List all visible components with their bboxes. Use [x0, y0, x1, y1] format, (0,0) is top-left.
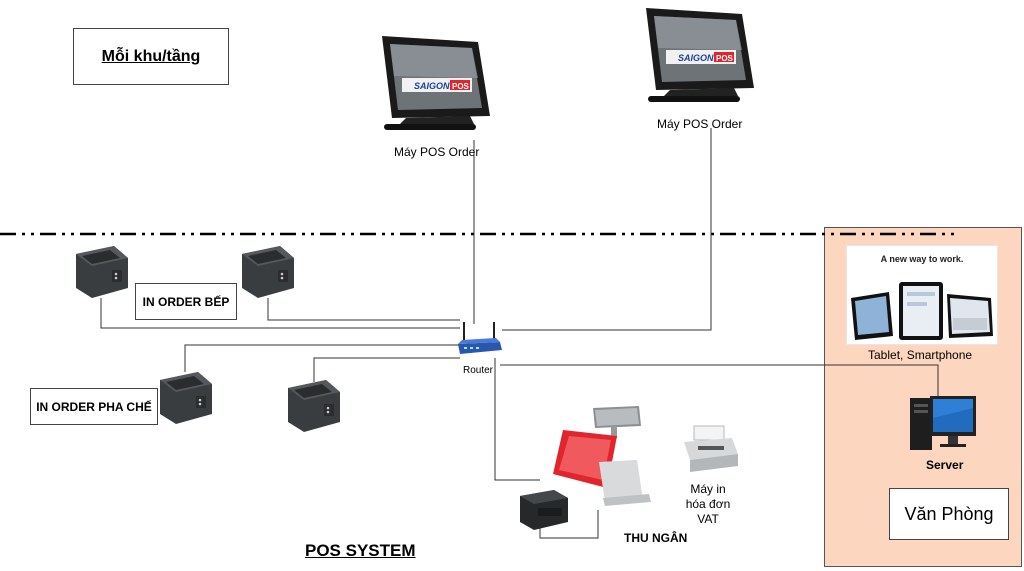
- pos-terminal-2-icon: SAIGON POS: [646, 8, 754, 102]
- kitchen-printer-1-icon: [76, 246, 128, 298]
- kitchen-printers-label-box: IN ORDER BẾP: [135, 283, 237, 320]
- svg-text:SAIGON: SAIGON: [414, 81, 450, 91]
- bar-printers-label-box: IN ORDER PHA CHẾ: [30, 388, 158, 425]
- svg-text:POS: POS: [716, 54, 734, 63]
- link-bar-printer2: [313, 357, 460, 382]
- link-router-cashier: [494, 358, 540, 481]
- link-cashier-receipt: [539, 510, 599, 539]
- svg-text:POS: POS: [452, 82, 470, 91]
- cashier-pos-icon: [553, 406, 651, 506]
- server-icon: [910, 396, 976, 450]
- kitchen-printers-label: IN ORDER BẾP: [142, 294, 230, 309]
- system-title: POS SYSTEM: [305, 541, 416, 560]
- vat-printer-label-line-3: VAT: [697, 512, 719, 526]
- vat-printer-label-line-2: hóa đơn: [685, 497, 731, 511]
- server-label: Server: [926, 458, 964, 472]
- link-router-server: [500, 364, 939, 400]
- bar-printers-label: IN ORDER PHA CHẾ: [36, 399, 152, 414]
- bar-printer-2-icon: [288, 380, 340, 432]
- svg-text:SAIGON: SAIGON: [678, 53, 714, 63]
- office-label: Văn Phòng: [904, 503, 994, 524]
- bar-printer-1-icon: [160, 372, 212, 424]
- vat-printer-icon: [684, 425, 738, 472]
- zone-label-box: Mỗi khu/tầng: [73, 28, 229, 85]
- office-label-box: Văn Phòng: [889, 488, 1009, 540]
- devices-icon: [851, 282, 993, 340]
- tablet-label: Tablet, Smartphone: [868, 348, 973, 362]
- cashier-label: THU NGÂN: [624, 531, 688, 545]
- link-kitchen-printer2: [267, 298, 460, 321]
- link-pos2-router: [502, 128, 712, 331]
- vat-printer-label: Máy in hóa đơn VAT: [684, 482, 732, 527]
- router-icon: [458, 322, 502, 354]
- pos-terminal-1-icon: SAIGON POS: [382, 36, 490, 130]
- vat-printer-label-line-1: Máy in: [690, 482, 726, 496]
- tablet-banner: A new way to work.: [880, 254, 964, 264]
- zone-label: Mỗi khu/tầng: [101, 47, 201, 65]
- pos-terminal-1-label: Máy POS Order: [394, 145, 480, 159]
- tablet-image: A new way to work.: [846, 245, 998, 345]
- link-kitchen-printer1: [100, 298, 460, 329]
- kitchen-printer-2-icon: [242, 246, 294, 298]
- receipt-printer-icon: [520, 490, 568, 530]
- pos-terminal-2-label: Máy POS Order: [657, 117, 743, 131]
- link-bar-printer1: [184, 344, 460, 372]
- router-label: Router: [463, 365, 494, 376]
